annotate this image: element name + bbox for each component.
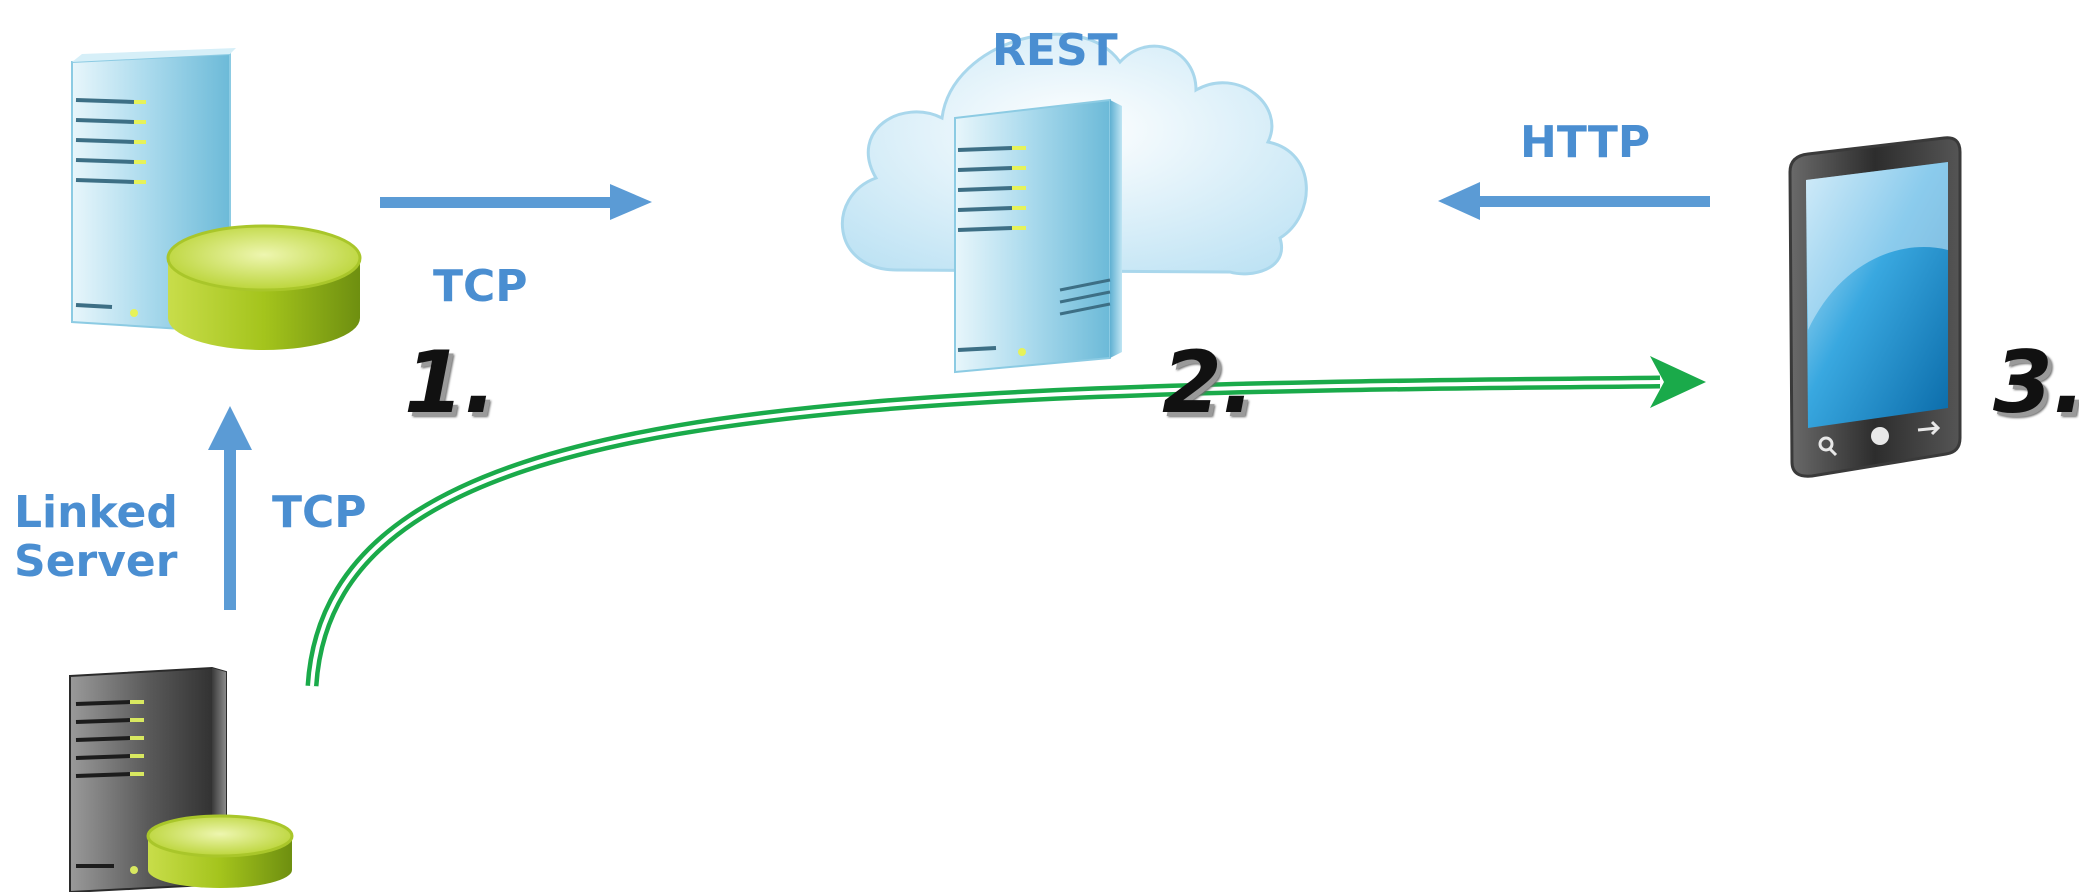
data-flow-curve-arrow — [305, 356, 1706, 687]
step-number-3: 3. — [1993, 333, 2079, 433]
rest-label: REST — [992, 25, 1118, 76]
tcp-arrow-right — [380, 184, 652, 220]
linked-label-line1: Linked — [14, 487, 178, 538]
tcp-label-top: TCP — [433, 261, 528, 312]
smartphone-icon — [1788, 136, 1962, 478]
linked-label-line2: Server — [14, 536, 178, 588]
linked-server-label: Linked Server — [14, 488, 178, 587]
cloud-server-icon — [954, 98, 1122, 374]
http-label: HTTP — [1520, 117, 1651, 168]
linked-database-icon — [146, 814, 294, 888]
step-number-1: 1. — [404, 333, 497, 433]
tcp-label-left: TCP — [272, 487, 367, 538]
http-arrow-left — [1438, 182, 1710, 220]
step-number-2: 2. — [1162, 333, 1255, 433]
primary-database-icon — [166, 224, 362, 350]
tcp-arrow-up — [208, 406, 252, 610]
